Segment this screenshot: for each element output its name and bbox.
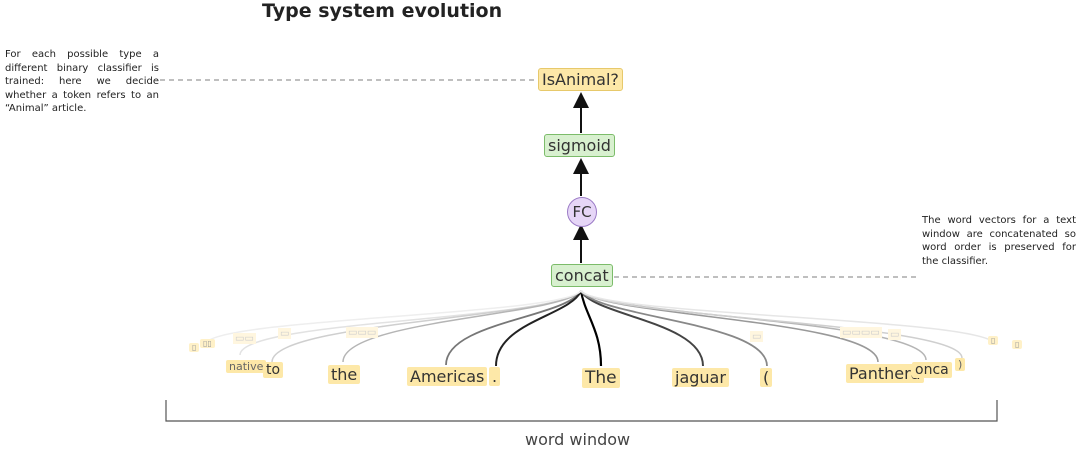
edge-americas xyxy=(445,290,582,366)
output-node: IsAnimal? xyxy=(538,68,623,91)
token-onca: onca xyxy=(912,362,952,378)
edge-close-paren xyxy=(580,290,963,359)
edge-onca xyxy=(580,290,927,361)
concat-node: concat xyxy=(551,264,613,287)
edge-the xyxy=(342,290,582,363)
edge-jaguar xyxy=(580,290,704,367)
edge-far-right xyxy=(580,290,996,346)
fc-node: FC xyxy=(567,197,597,227)
sigmoid-node: sigmoid xyxy=(544,134,615,157)
ghost-token: ▭ xyxy=(888,329,902,340)
faded-token: ▯ xyxy=(189,343,200,352)
token-the: the xyxy=(328,365,361,384)
ghost-token: ▭▭ xyxy=(233,333,256,344)
annotation-concat: The word vectors for a text window are c… xyxy=(922,215,1076,267)
token-open-paren: ( xyxy=(760,368,773,387)
token-close-paren: ) xyxy=(955,358,966,371)
token-to: to xyxy=(263,362,284,378)
word-window-bracket xyxy=(165,400,998,422)
ghost-token: ▭▭▭ xyxy=(346,327,379,338)
edge-the-center xyxy=(579,290,603,367)
ghost-token: ▭ xyxy=(278,328,292,339)
token-native: native xyxy=(226,360,267,373)
faded-token: ▯▯ xyxy=(200,339,215,348)
token-the-center: The xyxy=(582,368,620,388)
token-panthera: Panthera xyxy=(846,364,924,383)
faded-token: ▯ xyxy=(988,336,999,345)
ghost-token: ▭▭▭▭ xyxy=(840,327,882,338)
ghost-token: ▭ xyxy=(750,331,764,342)
token-period: . xyxy=(489,367,501,386)
diagram-title: Type system evolution xyxy=(262,0,503,22)
edge-to xyxy=(271,290,582,363)
token-americas: Americas xyxy=(407,367,488,386)
annotation-classifier: For each possible type a different binar… xyxy=(5,49,159,114)
faded-token: ▯ xyxy=(1012,340,1023,349)
edge-far-left xyxy=(204,290,582,346)
edge-period xyxy=(495,290,582,367)
word-window-label: word window xyxy=(525,430,631,449)
edge-paren xyxy=(580,290,768,367)
token-jaguar: jaguar xyxy=(672,368,729,387)
